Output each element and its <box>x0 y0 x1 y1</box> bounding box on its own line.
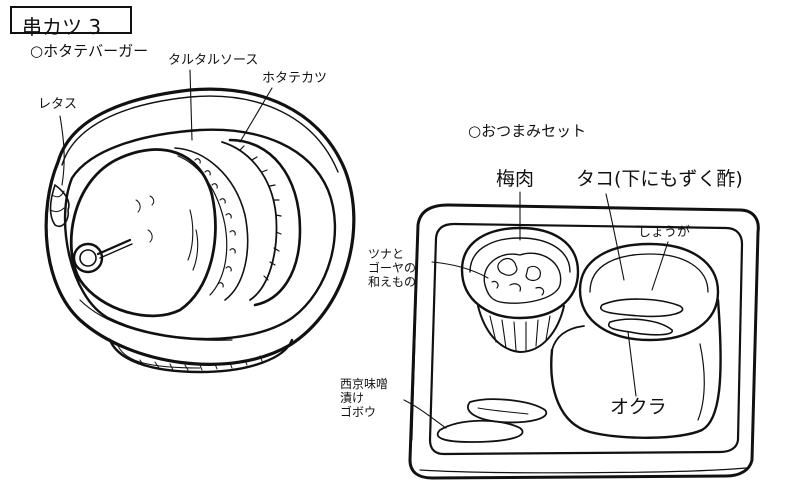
snack-tray-drawing <box>403 191 760 480</box>
snack-set-heading: ○おつまみセット <box>468 122 587 140</box>
label-ginger: しょうが <box>638 225 691 240</box>
label-octopus: タコ(下にもずく酢) <box>576 168 743 190</box>
label-tartar-sauce: タルタルソース <box>168 53 259 68</box>
page-title: 串カツ 3 <box>10 6 132 39</box>
label-lettuce: レタス <box>38 97 78 112</box>
label-ume-meat: 梅肉 <box>496 168 535 190</box>
label-okra: オクラ <box>610 396 667 418</box>
label-gobo: 西京味噌 漬け ゴボウ <box>340 377 389 419</box>
burger-bowl-drawing <box>44 69 356 374</box>
label-tuna-goya: ツナと ゴーヤの 和えもの <box>368 247 417 289</box>
burger-heading: ○ホタテバーガー <box>30 42 149 60</box>
label-scallop-cutlet: ホタテカツ <box>262 71 328 86</box>
